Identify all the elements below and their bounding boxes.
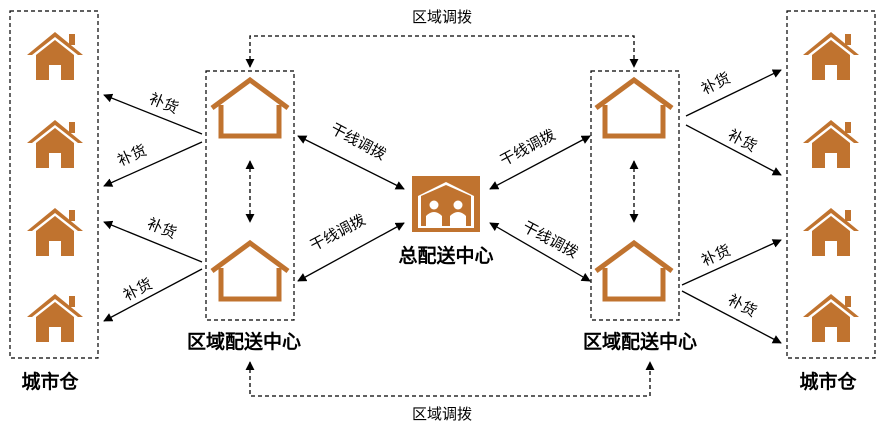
replenish-label: 补货: [145, 214, 180, 242]
replenish-arrow: [103, 141, 203, 187]
trunk-transfer-label: 干线调拨: [520, 218, 581, 262]
trunk-transfer-arrow: [489, 135, 591, 190]
house-icon: [27, 32, 83, 80]
regional-transfer-top-arrow: [245, 35, 639, 68]
warehouse-outline-icon: [596, 80, 672, 136]
replenish-label: 补货: [115, 141, 150, 170]
right-city-warehouse-label: 城市仓: [799, 370, 857, 393]
replenish-arrow: [681, 239, 782, 286]
left-city-warehouse-label: 城市仓: [21, 370, 79, 393]
warehouse-outline-icon: [212, 243, 288, 299]
right-city-box: [786, 10, 876, 359]
right-regional-center-label: 区域配送中心: [583, 330, 697, 353]
house-icon: [27, 208, 83, 256]
trunk-transfer-arrow: [489, 222, 591, 282]
house-icon: [803, 120, 859, 168]
main-center-label: 总配送中心: [398, 244, 493, 267]
replenish-label: 补货: [698, 69, 733, 98]
house-icon: [803, 208, 859, 256]
house-icon: [803, 32, 859, 80]
replenish-arrow: [685, 69, 782, 117]
warehouse-outline-icon: [212, 80, 288, 136]
left-city-box: [9, 10, 99, 359]
replenish-label: 补货: [147, 89, 182, 117]
house-icon: [27, 294, 83, 342]
replenish-label: 补货: [725, 126, 760, 156]
right-region-box: [590, 70, 680, 321]
left-regional-center-label: 区域配送中心: [187, 330, 301, 353]
replenish-arrow: [103, 220, 203, 263]
trunk-transfer-arrow: [297, 222, 405, 282]
regional-transfer-top-label: 区域调拨: [412, 8, 472, 26]
trunk-transfer-arrow: [297, 135, 405, 190]
people-in-house-icon: [412, 176, 480, 232]
trunk-transfer-label: 干线调拨: [328, 120, 389, 164]
replenish-arrow: [103, 93, 203, 135]
replenish-arrow: [681, 290, 782, 344]
left-region-box: [205, 70, 295, 321]
house-icon: [803, 294, 859, 342]
warehouse-outline-icon: [596, 243, 672, 299]
trunk-transfer-label: 干线调拨: [497, 126, 558, 170]
regional-transfer-bottom-arrow: [245, 361, 655, 397]
replenish-arrow: [685, 124, 782, 176]
house-icon: [27, 120, 83, 168]
replenish-label: 补货: [120, 275, 155, 305]
replenish-arrow: [103, 268, 203, 322]
regional-transfer-bottom-label: 区域调拨: [412, 405, 472, 423]
replenish-label: 补货: [699, 241, 734, 270]
